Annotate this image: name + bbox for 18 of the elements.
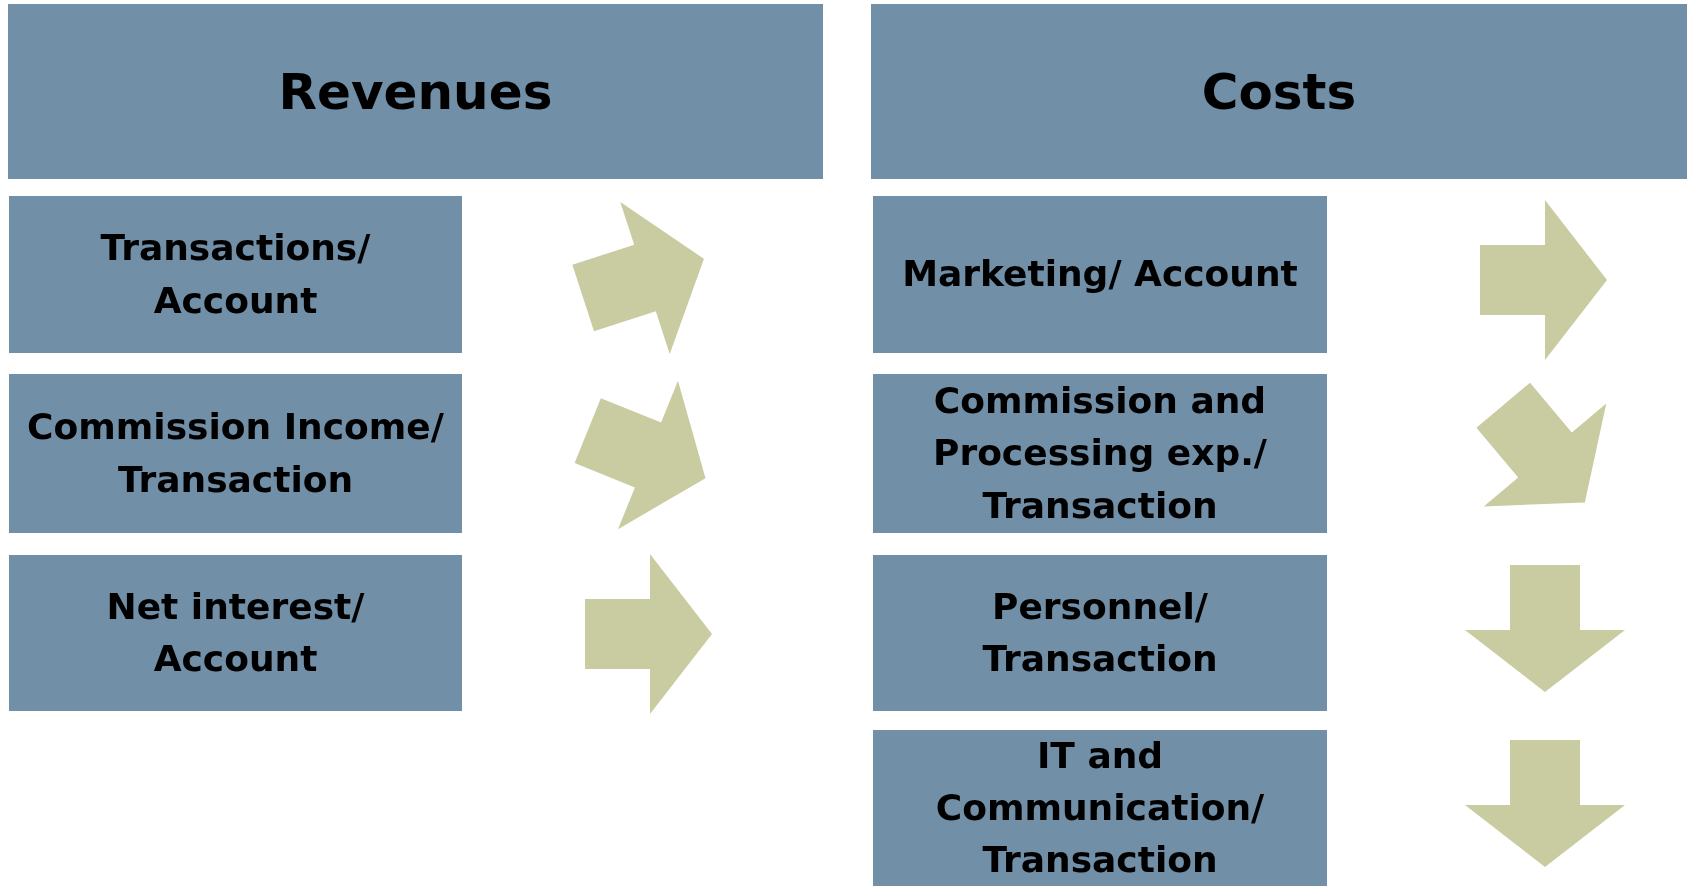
metric-label: Transactions/ Account [99,226,372,323]
metric-box [873,196,1327,353]
metric-label: Commission Income/ Transaction [26,405,445,502]
column-header [871,4,1687,179]
column-header [8,4,823,179]
metric-box [9,374,462,533]
metric-box [873,374,1327,533]
metric-box [873,730,1327,886]
metric-label: Marketing/ Account [902,252,1298,297]
metric-label: Personnel/ Transaction [981,584,1219,681]
metric-label: IT and Communication/ Transaction [934,733,1266,883]
metric-label: Costs [1201,61,1357,123]
metric-label: Revenues [278,61,553,123]
metric-box [9,555,462,711]
metric-box [9,196,462,353]
metric-label: Commission and Processing exp./ Transaction [932,379,1268,528]
metric-box [873,555,1327,711]
metric-label: Net interest/ Account [105,584,366,681]
